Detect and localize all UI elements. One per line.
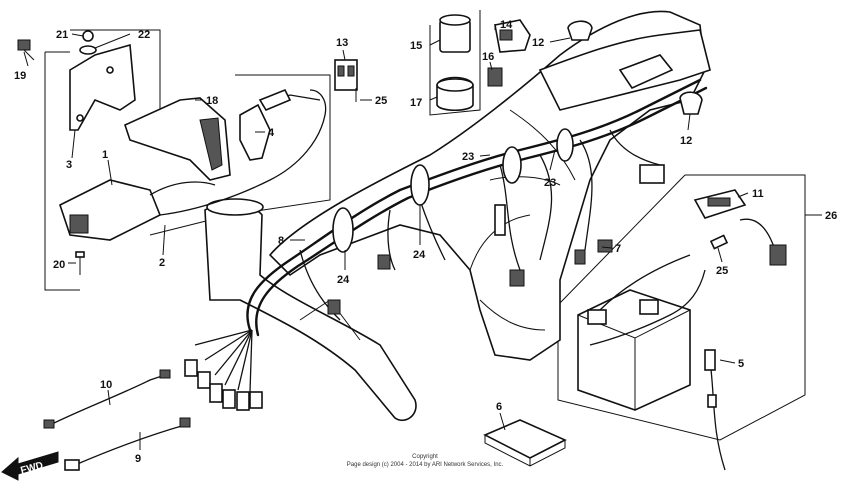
wire-harness — [246, 78, 708, 337]
callout-2: 2 — [159, 257, 165, 269]
washer-22 — [79, 45, 97, 55]
relay-group-box — [429, 10, 481, 116]
battery — [577, 289, 691, 411]
callout-19: 19 — [14, 70, 26, 82]
callout-3: 3 — [66, 159, 72, 171]
harness-connector-bundle — [184, 329, 263, 411]
callout-8: 8 — [278, 235, 284, 247]
callout-1: 1 — [102, 149, 108, 161]
fuse-holder-13 — [334, 59, 358, 91]
callout-11: 11 — [752, 188, 764, 200]
callout-25-top: 25 — [375, 95, 387, 107]
leader-lines — [23, 24, 822, 450]
copyright-line1: Copyright — [412, 454, 438, 460]
callout-10: 10 — [100, 379, 112, 391]
callout-20: 20 — [53, 259, 65, 271]
relay-14 — [494, 19, 531, 53]
fuse-case-11 — [693, 189, 747, 219]
cable-10 — [43, 369, 171, 429]
callout-7: 7 — [615, 243, 621, 255]
callout-24-left: 24 — [337, 274, 350, 286]
flasher-relay-15 — [439, 14, 471, 53]
callout-17: 17 — [410, 97, 422, 109]
coil-bracket — [69, 43, 136, 131]
forward-arrow-icon: FWD — [1, 451, 59, 481]
nut-21 — [82, 30, 94, 42]
callout-6: 6 — [496, 401, 502, 413]
connector-7 — [597, 239, 613, 253]
copyright-line2: Page design (c) 2004 - 2014 by ARI Netwo… — [347, 462, 504, 468]
clamp-12-top — [567, 20, 593, 41]
callout-12-right: 12 — [680, 135, 692, 147]
callout-24-right: 24 — [413, 249, 426, 261]
screw-20 — [75, 251, 85, 275]
callout-12-top: 12 — [532, 37, 544, 49]
battery-cable — [589, 254, 706, 346]
callout-25-battery: 25 — [716, 265, 728, 277]
ignition-coil — [59, 179, 216, 241]
bracket-group-box — [149, 74, 331, 236]
callout-18: 18 — [206, 95, 218, 107]
cable-9 — [64, 417, 191, 471]
side-bracket — [124, 97, 231, 181]
fuse-wire — [739, 218, 787, 266]
callout-23-right: 23 — [544, 177, 556, 189]
callout-15: 15 — [410, 40, 422, 52]
frame-down-tube — [204, 198, 417, 422]
plate-6 — [483, 419, 567, 467]
callout-labels: 1 2 3 4 5 6 7 8 9 10 11 12 12 13 14 15 1… — [14, 19, 837, 465]
callout-23-left: 23 — [462, 151, 474, 163]
relay-rubber-17 — [436, 76, 474, 112]
upper-frame-tube — [538, 29, 711, 111]
callout-4: 4 — [268, 127, 275, 139]
callout-9: 9 — [135, 453, 141, 465]
relay-16 — [487, 67, 503, 87]
callout-14: 14 — [500, 19, 513, 31]
callout-5: 5 — [738, 358, 744, 370]
harness-bands — [332, 128, 574, 253]
callout-26: 26 — [825, 210, 837, 222]
bolt-19 — [17, 39, 35, 61]
callout-21: 21 — [56, 29, 68, 41]
callout-13: 13 — [336, 37, 348, 49]
battery-cable-5 — [704, 349, 726, 471]
clamp-12-right — [679, 91, 703, 115]
fuse-25 — [709, 234, 729, 250]
ignition-coil-group-box — [44, 29, 161, 291]
copyright-notice: Copyright Page design (c) 2004 - 2014 by… — [347, 454, 504, 468]
callout-16: 16 — [482, 51, 494, 63]
high-tension-lead — [159, 89, 327, 216]
callout-22: 22 — [138, 29, 150, 41]
